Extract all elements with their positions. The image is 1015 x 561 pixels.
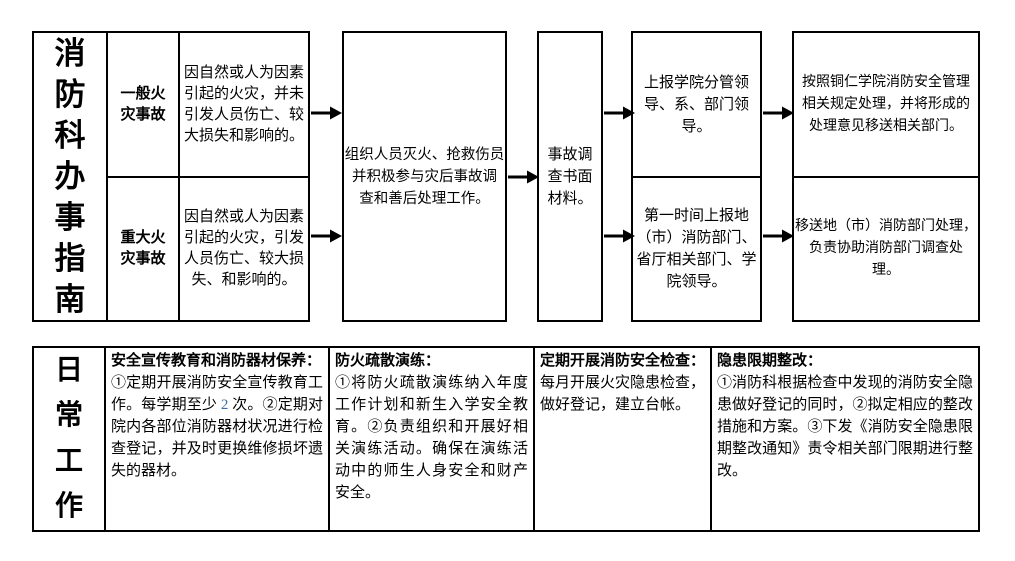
- accident-type-major-label: 重大火灾事故: [120, 230, 166, 267]
- flow-arrow-general-to-action: [311, 106, 342, 120]
- daily-col-education-body-post: 次。②定期对院内各部位消防器材状况进行检查登记，并及时更换维修损坏遗失的器材。: [111, 397, 323, 479]
- accident-type-major: 重大火灾事故: [108, 178, 180, 320]
- fire-accident-table: 消防科办事指南 一般火灾事故 因自然或人为因素 引起的火灾，并未 引发人员伤亡、…: [32, 31, 310, 322]
- daily-work-table: 日常工作 安全宣传教育和消防器材保养： ①定期开展消防安全宣传教育工作。每学期至…: [32, 346, 980, 532]
- daily-col-drill-header: 防火疏散演练：: [335, 353, 441, 369]
- report-internal-text: 上报学院分管领 导、系、部门领 导。: [643, 74, 749, 135]
- investigation-material-box: 事故调 查书面 材料。: [537, 31, 603, 322]
- daily-col-drill-body: ①将防火疏散演练纳入年度工作计划和新生入学安全教育。②负责组织和开展好相关演练活…: [335, 375, 528, 501]
- daily-work-title-cell: 日常工作: [34, 348, 106, 530]
- flow-arrow-material-to-report-external: [604, 229, 635, 243]
- daily-col-inspection-body: 每月开展火灾隐患检查，做好登记，建立台帐。: [540, 375, 706, 413]
- accident-desc-general: 因自然或人为因素 引起的火灾，并未 引发人员伤亡、较 大损失和影响的。: [180, 33, 308, 178]
- response-action-text: 组织人员灭火、抢救伤员 并积极参与灾后事故调 查和善后处理工作。: [344, 146, 505, 207]
- flow-arrow-report-to-handling-internal: [763, 106, 794, 120]
- accident-desc-major: 因自然或人为因素 引起的火灾，引发 人员伤亡、较大损 失、和影响的。: [180, 178, 308, 320]
- handling-table: 按照铜仁学院消防安全管理 相关规定处理，并将形成的 处理意见移送相关部门。 移送…: [792, 31, 980, 322]
- daily-work-title-vertical-text: 日常工作: [54, 354, 83, 523]
- daily-col-education-maintenance: 安全宣传教育和消防器材保养： ①定期开展消防安全宣传教育工作。每学期至少 2 次…: [106, 348, 330, 530]
- investigation-material-text: 事故调 查书面 材料。: [547, 146, 593, 207]
- daily-col-drill: 防火疏散演练： ①将防火疏散演练纳入年度工作计划和新生入学安全教育。②负责组织和…: [330, 348, 535, 530]
- report-external-text: 第一时间上报地 （市）消防部门、 省厅相关部门、学 院领导。: [636, 208, 757, 290]
- daily-col-inspection-header: 定期开展消防安全检查：: [540, 353, 706, 369]
- response-action-box: 组织人员灭火、抢救伤员 并积极参与灾后事故调 查和善后处理工作。: [342, 31, 507, 322]
- handling-external-box: 移送地（市）消防部门处理， 负责协助消防部门调查处 理。: [794, 178, 978, 320]
- daily-col-inspection: 定期开展消防安全检查： 每月开展火灾隐患检查，做好登记，建立台帐。: [535, 348, 712, 530]
- flow-arrow-action-to-material: [508, 170, 539, 184]
- accident-type-general-label: 一般火灾事故: [120, 85, 166, 123]
- daily-col-rectification: 隐患限期整改： ①消防科根据检查中发现的消防安全隐患做好登记的同时，②拟定相应的…: [712, 348, 978, 530]
- handling-internal-box: 按照铜仁学院消防安全管理 相关规定处理，并将形成的 处理意见移送相关部门。: [794, 33, 978, 178]
- report-internal-box: 上报学院分管领 导、系、部门领 导。: [633, 33, 760, 178]
- accident-desc-major-text: 因自然或人为因素 引起的火灾，引发 人员伤亡、较大损 失、和影响的。: [183, 209, 304, 288]
- flow-arrow-report-to-handling-external: [763, 229, 794, 243]
- accident-type-general: 一般火灾事故: [108, 33, 180, 178]
- section-title-fire-guide: 消防科办事指南: [34, 33, 108, 320]
- handling-external-text: 移送地（市）消防部门处理， 负责协助消防部门调查处 理。: [795, 219, 977, 278]
- daily-col-rectification-header: 隐患限期整改：: [717, 353, 823, 369]
- accident-desc-general-text: 因自然或人为因素 引起的火灾，并未 引发人员伤亡、较 大损失和影响的。: [183, 64, 304, 144]
- flow-arrow-major-to-action: [311, 229, 342, 243]
- daily-col-education-header: 安全宣传教育和消防器材保养：: [111, 353, 322, 369]
- report-external-box: 第一时间上报地 （市）消防部门、 省厅相关部门、学 院领导。: [633, 178, 760, 320]
- daily-col-education-body-pre: ①定期开展消防安全宣传教育工作。每学期至少: [111, 375, 323, 413]
- highlighted-number: 2: [220, 397, 229, 413]
- section-title-vertical-text: 消防科办事指南: [54, 36, 86, 317]
- daily-col-rectification-body: ①消防科根据检查中发现的消防安全隐患做好登记的同时，②拟定相应的整改措施和方案。…: [717, 375, 973, 479]
- flow-arrow-material-to-report-internal: [604, 106, 635, 120]
- handling-internal-text: 按照铜仁学院消防安全管理 相关规定处理，并将形成的 处理意见移送相关部门。: [802, 74, 970, 134]
- reporting-table: 上报学院分管领 导、系、部门领 导。 第一时间上报地 （市）消防部门、 省厅相关…: [631, 31, 762, 322]
